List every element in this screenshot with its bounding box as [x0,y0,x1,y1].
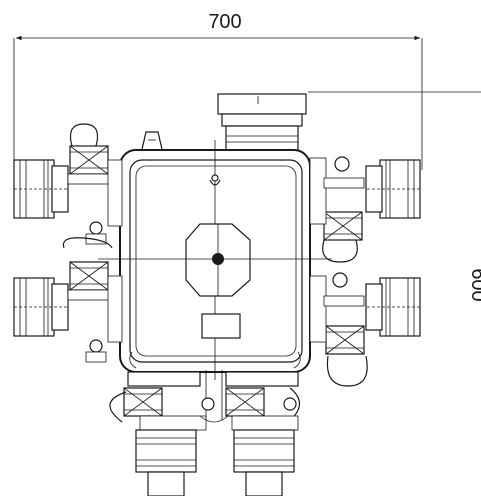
height-dimension: 600 [308,91,481,302]
label-plate [201,313,241,339]
main-housing [98,140,332,380]
left-spigot-lower [13,237,123,363]
right-spigot-lower [309,272,421,387]
center-hub [212,253,224,265]
width-label: 700 [208,11,241,33]
left-spigot-upper [13,123,123,245]
top-spigot [217,93,307,153]
bottom-spigot-left [109,371,207,496]
height-label: 600 [467,268,481,301]
bottom-spigot-right [225,371,301,496]
width-dimension: 700 [13,11,423,170]
bottom-center-fittings [199,370,297,423]
right-spigot-upper [309,156,421,263]
